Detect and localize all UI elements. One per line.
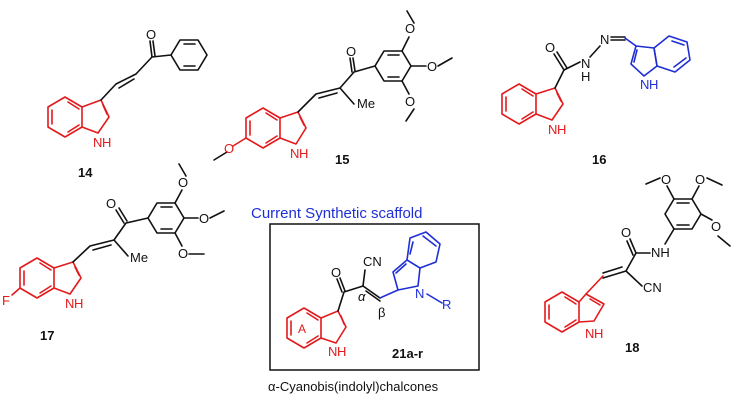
oxygen-label: O — [695, 172, 705, 187]
oxygen-label: O — [661, 172, 671, 187]
compound-16-blue-pyrrole-ring — [630, 45, 658, 77]
compound-17-number: 17 — [40, 328, 54, 343]
compound-14-phenyl-ring — [170, 39, 208, 71]
compound-14: O N H 14 — [47, 27, 208, 180]
scaffold-heading: Current Synthetic scaffold — [251, 205, 422, 222]
nitrogen-label: N — [290, 146, 299, 161]
nitrogen-label: N — [328, 344, 337, 359]
compound-15: O Me O O O O N H 15 — [213, 10, 453, 167]
nitrogen-label: N — [415, 286, 424, 301]
scaffold-panel: Current Synthetic scaffold A N H O CN α … — [251, 205, 480, 394]
scaffold-number: 21a-r — [392, 346, 423, 361]
beta-label: β — [378, 305, 385, 320]
oxygen-label: O — [106, 196, 116, 211]
compound-15-pyrrole-ring — [279, 111, 307, 145]
oxygen-label: O — [331, 265, 341, 280]
nitrogen-label: N — [585, 326, 594, 341]
hydrogen-label: H — [581, 69, 590, 84]
alpha-label: α — [358, 289, 366, 304]
compound-17-pyrrole-ring — [53, 261, 82, 295]
nitrogen-label: N — [65, 296, 74, 311]
oxygen-label: O — [146, 27, 156, 42]
scaffold-box — [269, 223, 480, 371]
compound-16-benzene-ring — [501, 83, 537, 125]
nitrogen-label: N — [640, 77, 649, 92]
scaffold-blue-benzene-ring — [406, 231, 441, 269]
compound-16: N H O N H N N H 16 — [501, 32, 691, 167]
scaffold-red-pyrrole-ring — [320, 310, 347, 344]
hydrogen-label: H — [299, 146, 308, 161]
hydrogen-label: H — [102, 135, 111, 150]
ring-a-label: A — [298, 322, 306, 336]
nitrogen-label: N — [548, 122, 557, 137]
oxygen-label: O — [405, 94, 415, 109]
compound-18-number: 18 — [625, 340, 639, 355]
compound-16-pyrrole-ring — [535, 87, 564, 121]
compound-17: F N H Me O O O O 17 — [2, 163, 225, 343]
compound-18-pyrrole-ring — [578, 293, 605, 323]
cyano-label: CN — [643, 280, 662, 295]
hydrogen-label: H — [649, 77, 658, 92]
oxygen-label: O — [405, 21, 415, 36]
oxygen-label: O — [711, 219, 721, 234]
cyano-label: CN — [363, 254, 382, 269]
compound-18: O O O NH O CN N H 18 — [544, 172, 731, 355]
hydrogen-label: H — [557, 122, 566, 137]
compound-15-benzene-ring — [245, 107, 281, 149]
hydrogen-label: H — [74, 296, 83, 311]
oxygen-label: O — [224, 141, 234, 156]
nitrogen-label: N — [600, 32, 609, 47]
oxygen-label: O — [178, 246, 188, 261]
methyl-label: Me — [130, 250, 148, 265]
compound-14-number: 14 — [78, 165, 93, 180]
compound-15-number: 15 — [335, 152, 349, 167]
oxygen-label: O — [621, 225, 631, 240]
oxygen-label: O — [178, 175, 188, 190]
compound-14-pyrrole-ring — [81, 99, 110, 134]
hydrogen-label: H — [594, 326, 603, 341]
compound-16-number: 16 — [592, 152, 606, 167]
amide-nh-label: NH — [651, 245, 670, 260]
methyl-label: Me — [357, 96, 375, 111]
compound-18-benzene-ring — [544, 291, 580, 333]
compound-16-blue-benzene-ring — [653, 35, 691, 73]
oxygen-label: O — [545, 40, 555, 55]
hydrogen-label: H — [337, 344, 346, 359]
fluorine-label: F — [2, 293, 10, 308]
r-group-label: R — [442, 297, 451, 312]
oxygen-label: O — [199, 211, 209, 226]
oxygen-label: O — [427, 59, 437, 74]
scaffold-caption: α-Cyanobis(indolyl)chalcones — [268, 379, 439, 394]
nitrogen-label: N — [93, 135, 102, 150]
compound-17-benzene-ring — [19, 257, 55, 299]
oxygen-label: O — [346, 44, 356, 59]
nitrogen-label: N — [581, 56, 590, 71]
compound-14-benzene-ring — [47, 96, 83, 138]
